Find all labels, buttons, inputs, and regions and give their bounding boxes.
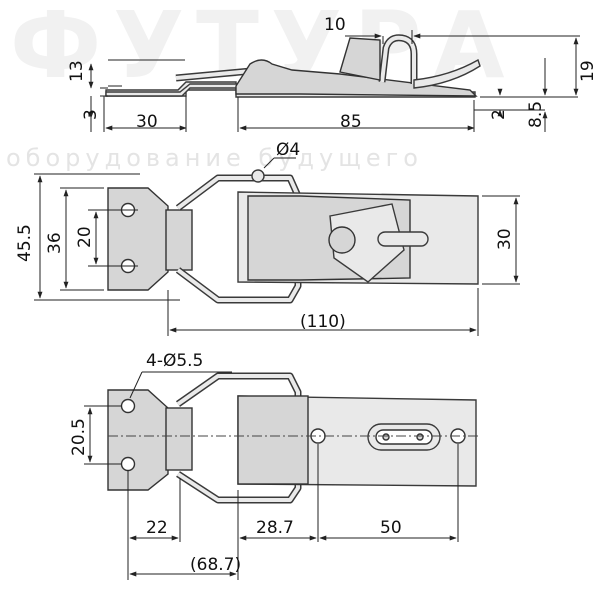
dim-side-30: 30 <box>136 112 158 132</box>
dim-top-20: 20 <box>75 226 95 248</box>
top-view <box>34 157 520 336</box>
bottom-hook-plate <box>107 389 169 491</box>
top-pivot-pin <box>251 169 265 183</box>
dim-bottom-20-5: 20.5 <box>69 418 89 456</box>
dim-bottom-68-7: (68.7) <box>190 555 241 575</box>
dim-top-45-5: 45.5 <box>15 224 35 262</box>
dim-top-110: (110) <box>300 312 346 332</box>
top-hook-bar <box>165 209 193 271</box>
top-lock-plate <box>329 203 405 283</box>
dim-side-19: 19 <box>578 60 598 82</box>
side-view <box>88 30 580 132</box>
dim-top-phi4: Ø4 <box>276 140 300 160</box>
dim-bottom-50: 50 <box>380 518 402 538</box>
dim-side-3: 3 <box>81 109 101 120</box>
dim-side-8-5: 8.5 <box>526 101 546 128</box>
dim-bottom-28-7: 28.7 <box>256 518 294 538</box>
dim-top-36: 36 <box>45 232 65 254</box>
dim-bottom-holes: 4-Ø5.5 <box>146 351 203 371</box>
top-hook-plate <box>107 187 169 291</box>
dim-bottom-22: 22 <box>146 518 168 538</box>
bottom-view <box>84 371 478 580</box>
dim-top-30: 30 <box>495 228 515 250</box>
dim-side-2: 2 <box>489 109 509 120</box>
top-lock-slot <box>377 231 429 247</box>
top-lock-knob <box>328 226 356 254</box>
dim-side-13: 13 <box>67 60 87 82</box>
bottom-lever-end <box>237 395 309 485</box>
side-spring-tab <box>413 58 481 89</box>
side-lock-block <box>339 37 381 81</box>
dim-side-85: 85 <box>340 112 362 132</box>
bottom-hook-bar <box>165 407 193 471</box>
dim-side-10: 10 <box>324 15 346 35</box>
